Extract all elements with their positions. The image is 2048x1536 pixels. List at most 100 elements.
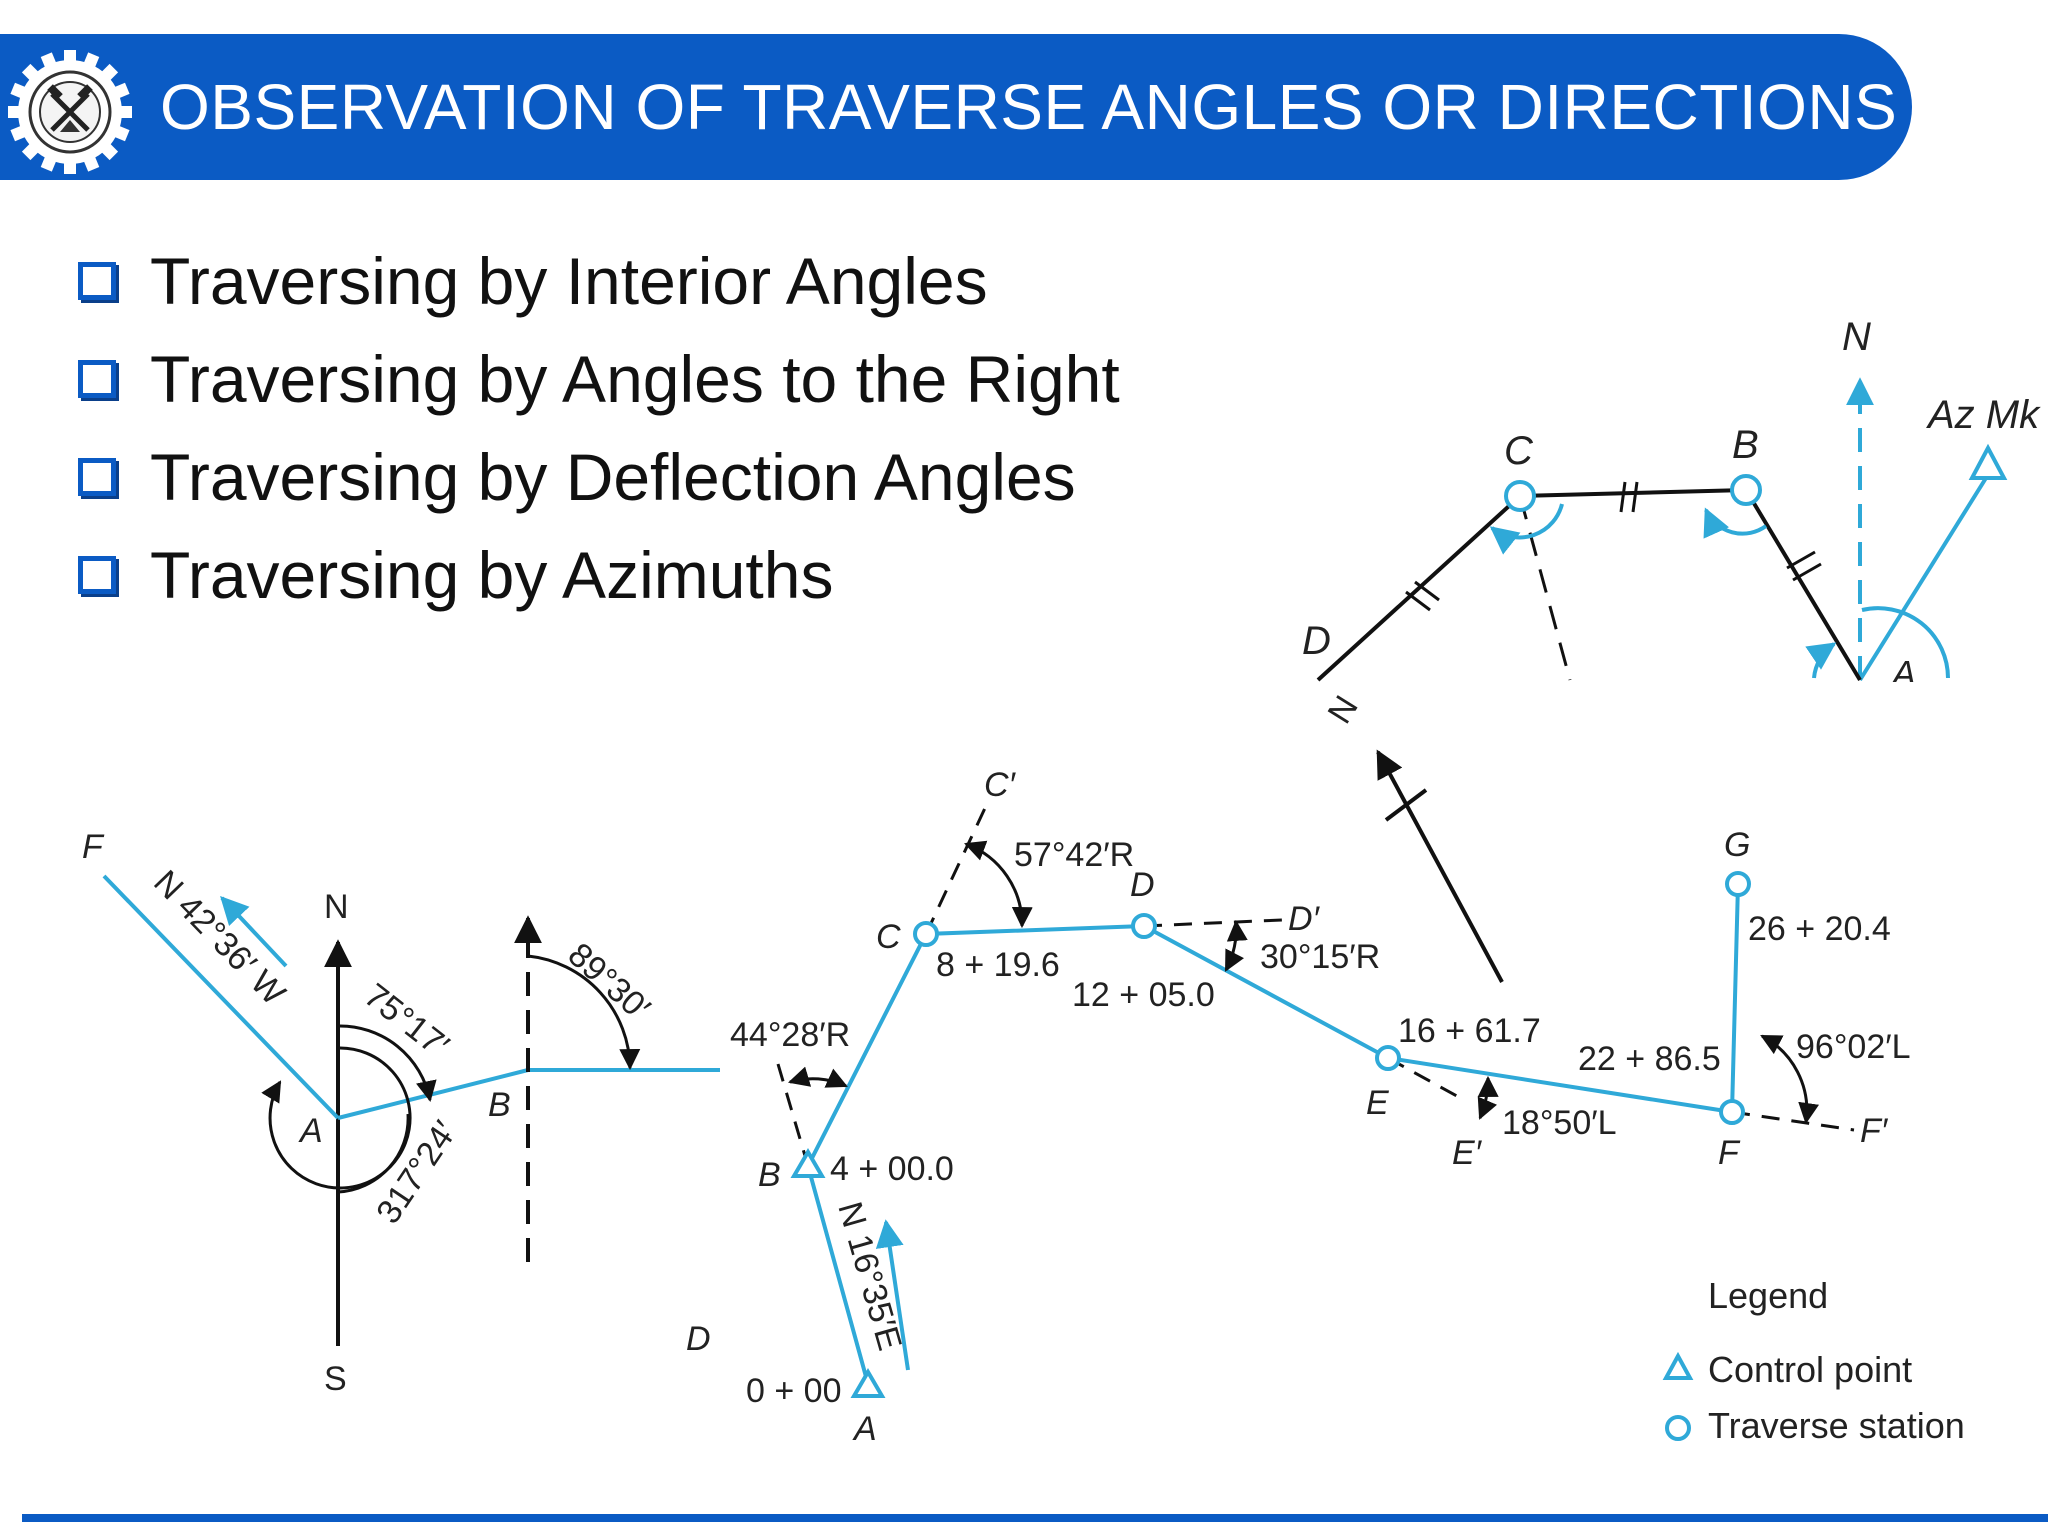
label-B: B [488,1086,511,1124]
label-F: F [82,828,105,866]
label-C-prime: C′ [984,766,1017,804]
list-item: Traversing by Azimuths [74,526,1120,624]
checkbox-bullet-icon [78,556,116,594]
label-A: A [298,1112,323,1150]
footer-rule [22,1514,2048,1522]
bearing-label: N 42°36′ W [146,863,292,1013]
legend-title: Legend [1708,1275,1828,1316]
station-C-value: 8 + 19.6 [936,946,1060,984]
angle-D: 30°15′R [1260,938,1380,976]
station-C [913,921,939,947]
station-C [1504,480,1536,512]
station-D [1131,913,1157,939]
angle-E: 18°50′L [1502,1104,1617,1142]
azimuth-arc [1861,606,1950,679]
station-D-value: 12 + 05.0 [1072,976,1215,1014]
station-B [1730,474,1762,506]
extension-BC [776,1063,810,1167]
label-D: D [1302,619,1331,663]
south-label: S [324,1360,347,1398]
azimuth-arc-outer [337,1113,410,1194]
angle-arc-B [1703,507,1768,539]
azimuth-arc-89 [527,954,641,1071]
control-point-B [790,1148,826,1178]
list-item: Traversing by Interior Angles [74,232,1120,330]
list-item: Traversing by Angles to the Right [74,330,1120,428]
extension-line [1518,495,1572,681]
title-bar [0,34,1912,180]
angle-arc-C [1489,503,1564,555]
station-E [1375,1045,1401,1071]
station-G-value: 26 + 20.4 [1748,910,1891,948]
tick-marks [1405,481,1822,612]
angle-B: 44°28′R [730,1016,850,1054]
label-D-prime: D′ [1288,900,1321,938]
label-G: G [1724,826,1750,864]
label-A: A [852,1410,877,1448]
crop-mask [1280,682,2048,722]
angle-89: 89°30′ [561,936,657,1028]
az-mark-control-point [1968,443,2008,480]
angle-C: 57°42′R [1014,836,1134,874]
label-C: C [1504,429,1534,473]
label-E-prime: E′ [1452,1134,1483,1172]
checkbox-bullet-icon [78,458,116,496]
direction-arrow-AB [875,1219,910,1371]
label-F-prime: F′ [1860,1112,1889,1150]
label-E: E [1366,1084,1389,1122]
label-D-left: D [686,1320,711,1358]
deflection-arc-D [1224,919,1248,972]
page-title: OBSERVATION OF TRAVERSE ANGLES OR DIRECT… [160,71,1898,143]
angle-arc-A [1805,642,1837,679]
station-E-value: 16 + 61.7 [1398,1012,1541,1050]
extension-CC [924,805,988,935]
line-CD [1316,494,1522,682]
azimuth-arc-75 [337,1024,437,1103]
legend: Legend Control point Traverse station [1662,1275,1965,1446]
checkbox-bullet-icon [78,360,116,398]
control-point-A [850,1368,886,1398]
azimuth-figure: N S F A B N 42°36′ W 75°17′ 317°24′ 89°3… [82,828,720,1398]
seal-logo-icon [8,50,132,174]
legend-control-label: Control point [1708,1349,1912,1390]
checkbox-bullet-icon [78,262,116,300]
station-F [1719,1099,1745,1125]
bullet-text: Traversing by Azimuths [150,538,834,612]
line-BC [1519,488,1747,498]
north-arrow [1376,749,1504,983]
line-AB [1744,488,1862,682]
deflection-arc-C [964,840,1033,929]
label-B: B [1732,423,1759,467]
az-mark-label: Az Mk [1926,393,2041,437]
extension-FF [1731,1110,1855,1132]
line-AF [102,874,340,1120]
list-item: Traversing by Deflection Angles [74,428,1120,526]
bullet-list: Traversing by Interior Angles Traversing… [74,232,1120,624]
label-B: B [758,1156,781,1194]
legend-control-icon [1662,1351,1694,1380]
deflection-arc-E [1477,1075,1499,1120]
interior-angles-figure: N Az Mk C B D A [1280,315,2048,722]
deflection-figure: D N C′ D′ E′ F′ C D E F G B A 44°28′R [686,689,1965,1448]
direction-arrow [220,895,288,968]
north-label: N [324,888,349,926]
north-label: N [1842,315,1871,359]
bullet-text: Traversing by Angles to the Right [150,342,1120,416]
az-mark-line [1858,476,1988,682]
extension-EE [1387,1056,1465,1102]
bearing-AB: N 16°35′E [830,1198,909,1355]
angle-75: 75°17′ [357,976,456,1065]
label-D: D [1130,866,1155,904]
legend-station-label: Traverse station [1708,1405,1965,1446]
station-F-value: 22 + 86.5 [1578,1040,1721,1078]
angle-F: 96°02′L [1796,1028,1911,1066]
bullet-text: Traversing by Interior Angles [150,244,988,318]
north-tick [1384,788,1428,822]
legend-station-icon [1665,1415,1691,1441]
station-A-value: 0 + 00 [746,1372,841,1410]
label-C: C [876,918,901,956]
bullet-text: Traversing by Deflection Angles [150,440,1076,514]
deflection-arc-B [787,1066,848,1088]
station-G [1725,871,1751,897]
